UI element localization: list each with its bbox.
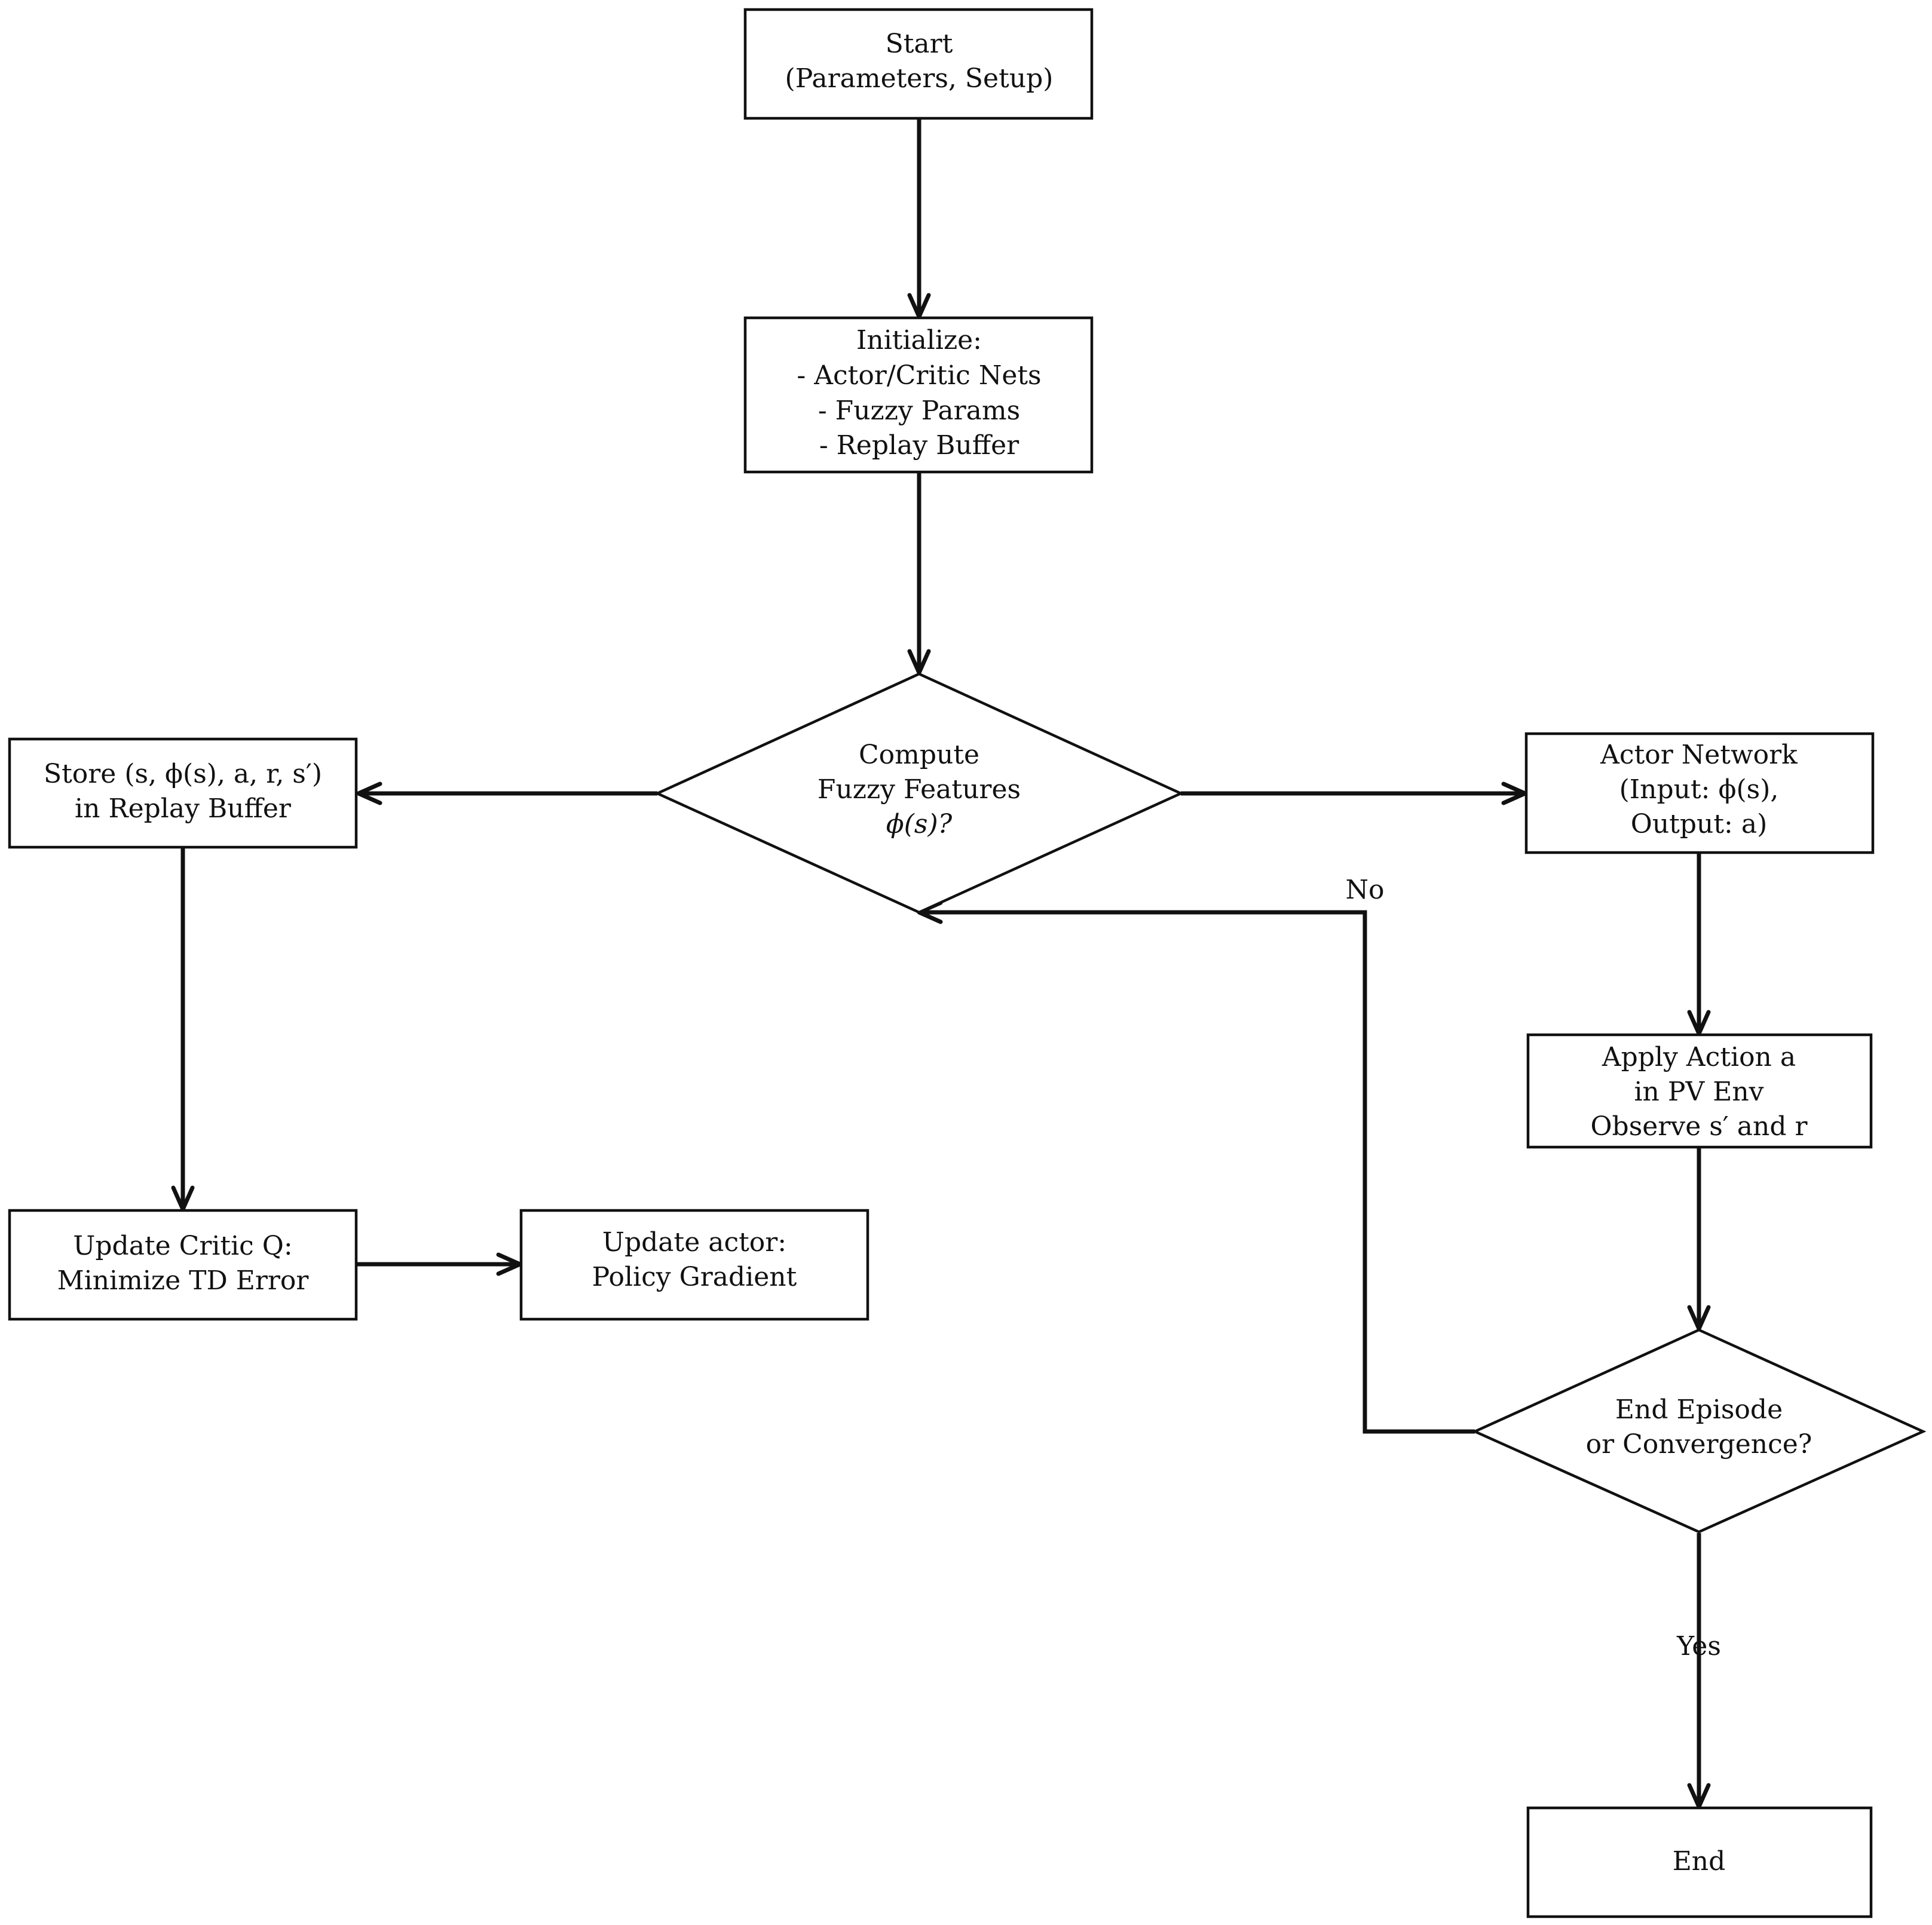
yes-edge-label: Yes [1676,1631,1721,1662]
start-box [743,8,1094,120]
edges [171,118,1711,1809]
node-store: Store (s, ϕ(s), a, r, s′) in Replay Buff… [8,737,358,849]
end-check-line-1: End Episode [1615,1394,1783,1425]
node-initialize: Initialize: - Actor/Critic Nets - Fuzzy … [743,316,1094,474]
node-compute-fuzzy: Compute Fuzzy Features ϕ(s)? [654,672,1184,914]
start-line-1: Start [886,29,953,59]
node-end: End [1526,1806,1873,1918]
initialize-line-4: - Replay Buffer [819,430,1019,461]
end-box [1526,1806,1873,1918]
actor-network-box [1524,732,1875,854]
end-check-diamond [1471,1328,1927,1534]
apply-action-box [1526,1033,1873,1149]
no-edge-label: No [1346,875,1385,905]
apply-action-line-3: Observe s′ and r [1590,1111,1808,1142]
compute-line-1: Compute [859,740,979,770]
apply-action-line-2: in PV Env [1634,1077,1763,1107]
actor-network-line-3: Output: a) [1631,809,1768,839]
update-actor-line-1: Update actor: [602,1227,786,1258]
initialize-line-1: Initialize: [856,325,982,355]
compute-diamond [654,672,1184,914]
store-box [8,737,358,849]
initialize-line-3: - Fuzzy Params [818,396,1020,426]
arrowhead-store [356,781,382,805]
update-actor-box [519,1209,869,1321]
edge-no-loop [919,910,1475,1434]
node-update-critic: Update Critic Q: Minimize TD Error [8,1209,358,1321]
node-apply-action: Apply Action a in PV Env Observe s′ and … [1526,1033,1873,1149]
compute-line-2: Fuzzy Features [817,774,1021,805]
node-actor-network: Actor Network (Input: ϕ(s), Output: a) [1524,732,1875,854]
store-line-1: Store (s, ϕ(s), a, r, s′) [44,759,322,789]
store-line-2: in Replay Buffer [75,793,292,824]
node-start: Start (Parameters, Setup) [743,8,1094,120]
initialize-box [743,316,1094,474]
update-critic-line-2: Minimize TD Error [57,1265,310,1296]
end-line-1: End [1673,1846,1726,1877]
update-actor-line-2: Policy Gradient [592,1262,797,1292]
end-check-line-2: or Convergence? [1586,1429,1812,1460]
update-critic-box [8,1209,358,1321]
compute-line-3: ϕ(s)? [886,809,953,839]
update-critic-line-1: Update Critic Q: [73,1231,292,1261]
actor-network-line-1: Actor Network [1600,740,1798,770]
apply-action-line-1: Apply Action a [1602,1042,1796,1072]
actor-network-line-2: (Input: ϕ(s), [1619,774,1779,805]
initialize-line-2: - Actor/Critic Nets [797,360,1041,391]
node-update-actor: Update actor: Policy Gradient [519,1209,869,1321]
start-line-2: (Parameters, Setup) [785,63,1054,94]
node-end-check: End Episode or Convergence? [1471,1328,1927,1534]
